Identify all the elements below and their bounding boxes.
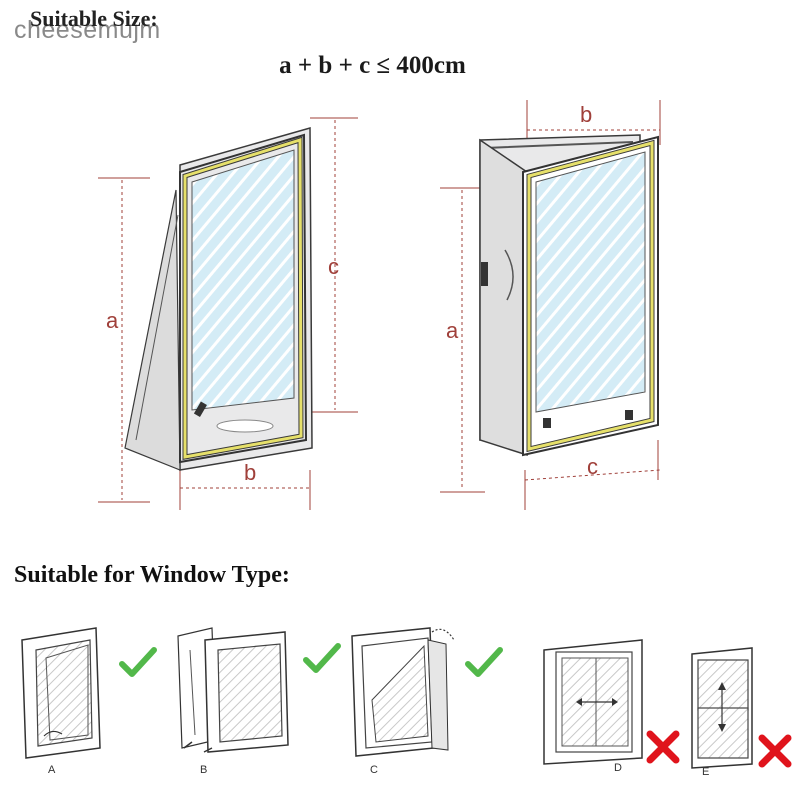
handle-icon <box>481 262 488 286</box>
window-type-e: E <box>691 647 753 778</box>
window-type-d: D <box>543 639 643 774</box>
open-sash <box>124 189 181 471</box>
label-c-right: c <box>587 454 598 479</box>
window-type-b: B <box>177 627 289 776</box>
diagram-right-window: a b c <box>440 100 661 510</box>
watermark: cheesemujm <box>14 16 161 44</box>
label-a-left: a <box>106 308 119 333</box>
size-section-title: Suitable Size: <box>30 6 158 31</box>
seal-tape <box>183 137 303 459</box>
label-b-left: b <box>244 460 256 485</box>
clip-icon <box>543 418 551 428</box>
open-sash <box>479 138 528 457</box>
diagram-left-window: a b c <box>98 117 358 510</box>
check-icon <box>465 647 503 677</box>
caption-b: B <box>200 764 207 776</box>
window-frame <box>179 133 308 464</box>
cross-icon <box>646 730 680 764</box>
size-formula: a + b + c ≤ 400cm <box>279 52 466 79</box>
window-type-a: A <box>21 627 101 776</box>
label-b-right: b <box>580 102 592 127</box>
window-type-c: C <box>351 627 455 776</box>
label-c-left: c <box>328 254 339 279</box>
caption-a: A <box>48 764 56 776</box>
label-a-right: a <box>446 318 459 343</box>
check-icon <box>303 643 341 673</box>
caption-c: C <box>370 764 378 776</box>
tilt-arrow-icon <box>43 730 63 737</box>
dimension-lines-left <box>98 117 358 510</box>
glass-pane <box>191 149 295 411</box>
cross-icon <box>758 734 792 768</box>
tilt-arrow-icon <box>431 628 455 641</box>
window-type-section-title: Suitable for Window Type: <box>14 562 290 588</box>
check-icon <box>119 647 157 677</box>
hose-opening <box>216 419 274 433</box>
open-arrow-icon <box>183 741 213 753</box>
dimension-lines-right <box>440 100 661 510</box>
glass-pane <box>535 151 646 413</box>
seal-tape <box>527 141 654 451</box>
zipper-icon <box>504 249 514 301</box>
handle-icon <box>193 401 207 418</box>
clip-icon <box>625 410 633 420</box>
caption-e: E <box>702 766 709 778</box>
caption-d: D <box>614 762 622 774</box>
